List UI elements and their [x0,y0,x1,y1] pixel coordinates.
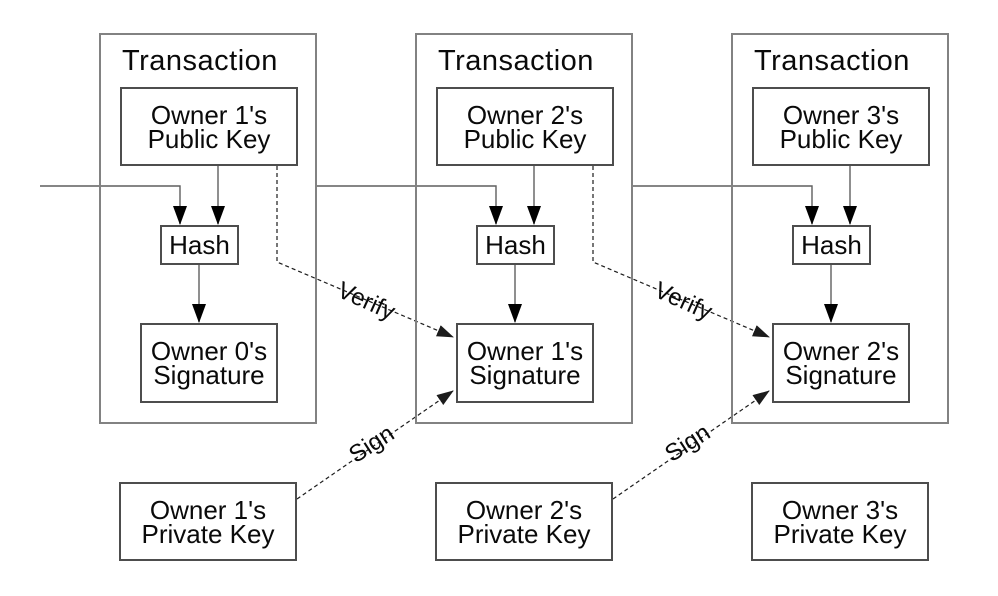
private-key-label-line1: Owner 2's [465,494,583,525]
private-key-box-1: Owner 1's Private Key [119,482,297,561]
private-key-label-line2: Private Key [141,518,275,549]
hash-box-3: Hash [792,225,871,265]
public-key-label-line2: Public Key [147,123,271,154]
sign-dashed-arrow-2 [612,390,770,500]
public-key-label-line2: Public Key [779,123,903,154]
signature-box-3: Owner 2's Signature [772,323,910,403]
verify-dashed-arrow-1 [276,166,454,338]
public-key-label-line1: Owner 3's [782,99,900,130]
signature-label-line2: Signature [785,360,897,390]
hash-label-3: Hash [801,230,862,260]
public-key-label-line1: Owner 1's [150,99,268,130]
signature-label-line2: Signature [153,360,265,390]
private-key-box-3: Owner 3's Private Key [751,482,929,561]
transaction-box-2: Transaction Owner 2's Public Key Hash Ow… [415,33,633,424]
public-key-box-3: Owner 3's Public Key [752,87,930,166]
sign-dashed-arrow-1 [296,390,454,500]
transaction-title-2: Transaction [438,45,594,77]
signature-label-line2: Signature [469,360,581,390]
transaction-box-1: Transaction Owner 1's Public Key Hash Ow… [99,33,317,424]
public-key-box-2: Owner 2's Public Key [436,87,614,166]
transaction-title-3: Transaction [754,45,910,77]
private-key-label-line2: Private Key [457,518,591,549]
signature-label-line1: Owner 0's [150,336,268,366]
hash-label-1: Hash [169,230,230,260]
chain-input-line-1 [40,185,187,225]
verify-dashed-arrow-2 [592,166,770,338]
public-key-label-line1: Owner 2's [466,99,584,130]
chain-input-line-2 [317,185,503,225]
signature-label-line1: Owner 1's [466,336,584,366]
chain-input-line-3 [633,185,819,225]
signature-box-2: Owner 1's Signature [456,323,594,403]
private-key-box-2: Owner 2's Private Key [435,482,613,561]
transaction-title-1: Transaction [122,45,278,77]
hash-box-1: Hash [160,225,239,265]
public-key-label-line2: Public Key [463,123,587,154]
signature-box-1: Owner 0's Signature [140,323,278,403]
public-key-box-1: Owner 1's Public Key [120,87,298,166]
private-key-label-line1: Owner 3's [781,494,899,525]
private-key-label-line2: Private Key [773,518,907,549]
hash-label-2: Hash [485,230,546,260]
transaction-box-3: Transaction Owner 3's Public Key Hash Ow… [731,33,949,424]
private-key-label-line1: Owner 1's [149,494,267,525]
hash-box-2: Hash [476,225,555,265]
signature-label-line1: Owner 2's [782,336,900,366]
